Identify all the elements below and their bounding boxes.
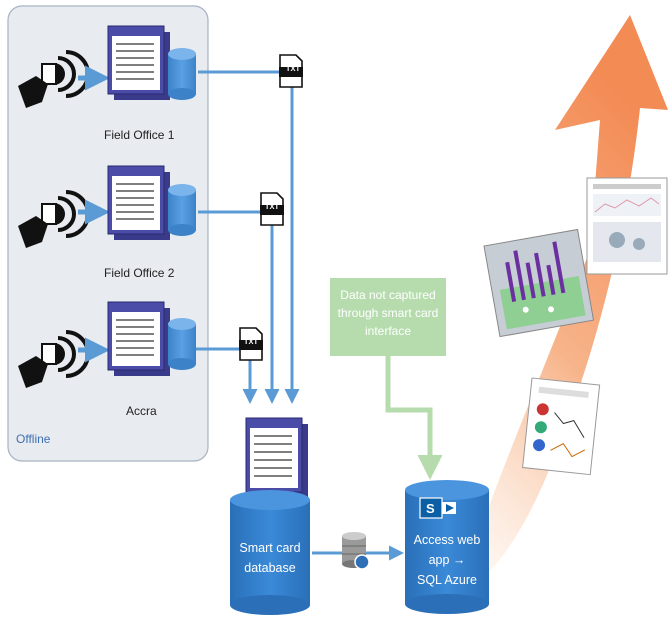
report-thumbnail-small bbox=[522, 377, 601, 476]
offline-group-label: Offline bbox=[16, 432, 51, 446]
local-database-icon bbox=[168, 184, 196, 236]
sharepoint-icon: S bbox=[419, 497, 456, 519]
txt-badge: TXT bbox=[285, 64, 301, 73]
txt-badge: TXT bbox=[264, 202, 280, 211]
smart-card-reader-icon bbox=[18, 190, 90, 248]
note-text: Data not captured through smart card int… bbox=[337, 288, 439, 338]
office-label: Field Office 2 bbox=[104, 266, 175, 280]
svg-text:S: S bbox=[426, 501, 435, 516]
application-form-icon bbox=[107, 165, 170, 240]
txt-file-icon bbox=[279, 54, 303, 88]
txt-file-icon bbox=[239, 327, 263, 361]
3d-map-thumbnail bbox=[483, 228, 595, 338]
note-box bbox=[330, 278, 446, 356]
smart-card-db-label: Smart card database bbox=[239, 541, 301, 575]
flow-line-office-2 bbox=[198, 210, 280, 404]
trend-arrow bbox=[470, 15, 668, 580]
access-database-cylinder bbox=[405, 480, 489, 614]
access-db-label: Access web app → SQL Azure bbox=[413, 533, 481, 587]
note-connector bbox=[385, 356, 443, 480]
application-form-icon bbox=[107, 301, 170, 376]
office-row-1 bbox=[18, 25, 196, 108]
central-form-icon bbox=[245, 417, 308, 498]
office-row-3 bbox=[18, 301, 196, 388]
application-form-icon bbox=[107, 25, 170, 100]
smart-card-database-cylinder bbox=[230, 490, 310, 615]
report-thumbnail-large bbox=[586, 177, 668, 275]
office-label: Accra bbox=[126, 404, 157, 418]
office-row-2 bbox=[18, 165, 196, 248]
local-database-icon bbox=[168, 48, 196, 100]
txt-badge: TXT bbox=[243, 337, 259, 346]
local-database-icon bbox=[168, 318, 196, 370]
txt-file-icon bbox=[260, 192, 284, 226]
office-label: Field Office 1 bbox=[104, 128, 175, 142]
migration-tool-icon bbox=[342, 532, 370, 570]
